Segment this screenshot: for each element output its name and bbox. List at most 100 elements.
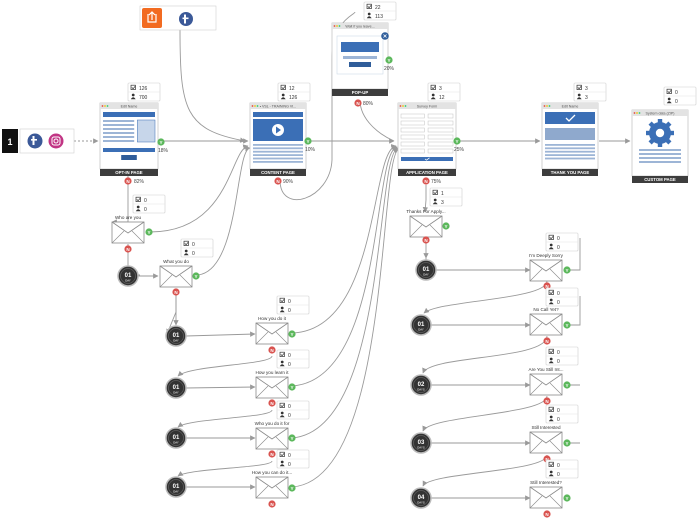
yes-badge-circle	[453, 137, 461, 145]
badge-letter: N	[545, 284, 549, 289]
page-cta-bar	[103, 148, 155, 152]
conversion-percent: 82%	[134, 179, 145, 185]
conversion-percent: 90%	[283, 179, 294, 185]
window-dot-icon	[251, 105, 254, 107]
person-icon	[549, 357, 553, 361]
email-node[interactable]: Who are you	[111, 215, 145, 244]
email-node[interactable]: Who you do it for	[255, 421, 290, 450]
stats-people: 0	[557, 359, 560, 365]
no-badge-circle	[268, 346, 276, 354]
traffic-source-node[interactable]: 1	[2, 128, 75, 154]
no-badge-content[interactable]: N	[274, 177, 282, 185]
no-badge[interactable]: N	[268, 500, 276, 508]
window-dot-icon	[548, 105, 551, 107]
no-badge[interactable]: N	[422, 236, 430, 244]
conversion-percent: 20%	[384, 66, 395, 72]
email-node[interactable]: Are You Still Int...	[529, 367, 564, 396]
page-form-box	[137, 119, 156, 143]
form-field	[400, 113, 425, 119]
stats-clicks: 3	[585, 86, 588, 92]
yes-badge[interactable]: Y	[288, 484, 296, 492]
badge-letter: N	[545, 339, 549, 344]
email-node[interactable]: How you learn it	[256, 370, 290, 399]
email-node[interactable]: How you can do it...	[252, 470, 292, 499]
yes-badge[interactable]: Y	[442, 222, 450, 230]
window-dot-icon	[546, 105, 548, 107]
no-badge-application[interactable]: N	[422, 177, 430, 185]
stats-email: 13	[429, 187, 463, 207]
checkbox-icon	[432, 189, 438, 195]
no-badge-optin[interactable]: N	[124, 177, 132, 185]
no-badge[interactable]: N	[268, 346, 276, 354]
no-badge[interactable]: N	[543, 337, 551, 345]
page-node-custom[interactable]: System data (ZIP)CUSTOM PAGE	[631, 109, 689, 183]
timer-icon	[165, 427, 187, 449]
traffic-node-top[interactable]	[139, 5, 217, 31]
badge-letter: N	[424, 179, 428, 184]
person-icon	[280, 360, 284, 364]
yes-badge[interactable]: Y	[563, 321, 571, 329]
badge-letter: Y	[565, 441, 568, 446]
yes-badge[interactable]: Y	[145, 228, 153, 236]
yes-badge[interactable]: Y	[563, 381, 571, 389]
badge-letter: N	[545, 399, 549, 404]
yes-badge-popup[interactable]: Y	[385, 56, 393, 64]
yes-badge[interactable]: Y	[563, 439, 571, 447]
stats-people: 0	[288, 308, 291, 314]
checkbox-icon	[279, 297, 285, 303]
email-node[interactable]: Still Interested?	[529, 480, 563, 509]
no-badge[interactable]: N	[172, 288, 180, 296]
yes-badge[interactable]: Y	[563, 266, 571, 274]
page-text-line	[343, 56, 377, 59]
no-badge[interactable]: N	[268, 399, 276, 407]
email-node[interactable]: Thanks For Apply...	[406, 209, 446, 238]
person-icon	[667, 97, 671, 101]
yes-badge[interactable]: Y	[288, 434, 296, 442]
yes-badge[interactable]: Y	[192, 272, 200, 280]
email-node[interactable]: What you do	[159, 259, 193, 288]
checkbox-icon	[279, 451, 285, 457]
yes-badge[interactable]: Y	[288, 383, 296, 391]
yes-badge-optin[interactable]: Y	[157, 138, 165, 146]
page-node-content[interactable]: • VSL - TRAINING VI...CONTENT PAGE	[249, 102, 307, 176]
no-badge[interactable]: N	[543, 510, 551, 518]
person-body-icon	[279, 310, 285, 313]
yes-badge-content[interactable]: Y	[304, 137, 312, 145]
yes-badge-application[interactable]: Y	[453, 137, 461, 145]
email-node[interactable]: Still Interested	[529, 425, 563, 454]
yes-badge[interactable]: Y	[288, 330, 296, 338]
window-dot-icon	[256, 105, 259, 107]
stats-email: 00	[132, 194, 166, 214]
no-badge[interactable]: N	[268, 450, 276, 458]
email-node[interactable]: I'm Deeply Sorry	[529, 253, 564, 282]
envelope-fold	[255, 436, 289, 450]
no-badge[interactable]: N	[543, 397, 551, 405]
page-text-line	[639, 161, 681, 163]
yes-badge[interactable]: Y	[563, 494, 571, 502]
no-badge[interactable]: N	[124, 245, 132, 253]
delay-days: 01	[173, 333, 180, 339]
envelope-flap	[159, 265, 193, 278]
envelope-flap	[409, 215, 443, 228]
badge-letter: N	[545, 457, 549, 462]
person-icon	[549, 415, 553, 419]
email-node[interactable]: How you do it	[255, 316, 289, 345]
no-badge-popup[interactable]: N	[354, 99, 362, 107]
page-node-popup[interactable]: Wait if you leave...POP-UP	[331, 22, 389, 96]
email-node[interactable]: No Call Yet?	[529, 307, 563, 336]
person-icon	[136, 205, 140, 209]
